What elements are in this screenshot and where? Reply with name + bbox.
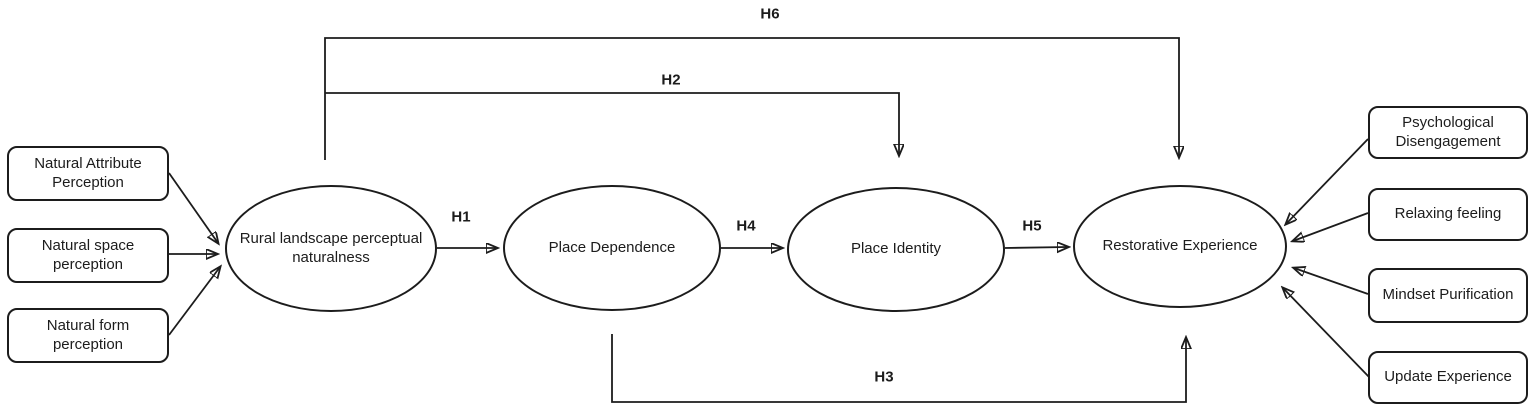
indicator-label: Natural form perception [46, 316, 130, 353]
arrow-update-experience [1283, 288, 1370, 378]
hypothesis-label-h4: H4 [736, 217, 756, 235]
arrow-h5 [1004, 247, 1068, 248]
construct-rural-landscape-perceptual-naturalness: Rural landscape perceptual naturalness [225, 185, 437, 312]
hypothesis-label-h2: H2 [661, 71, 681, 89]
construct-label: Rural landscape perceptual naturalness [239, 229, 423, 266]
construct-label: Place Identity [850, 240, 942, 258]
indicator-label: Natural Attribute Perception [34, 154, 142, 191]
construct-place-dependence: Place Dependence [503, 185, 721, 311]
indicator-label: Natural space perception [41, 236, 135, 273]
arrow-h6 [324, 37, 1179, 160]
indicator-update-experience: Update Experience [1368, 351, 1528, 404]
indicator-label: Mindset Purification [1382, 286, 1514, 304]
indicator-psychological-disengagement: Psychological Disengagement [1368, 106, 1528, 159]
indicator-label: Update Experience [1384, 368, 1512, 386]
construct-place-identity: Place Identity [787, 187, 1005, 312]
indicator-natural-attribute-perception: Natural Attribute Perception [7, 146, 169, 201]
arrow-natural-form [168, 267, 220, 336]
arrow-h2 [325, 92, 899, 155]
indicator-natural-form-perception: Natural form perception [7, 308, 169, 363]
arrow-natural-attribute [168, 172, 218, 243]
indicator-relaxing-feeling: Relaxing feeling [1368, 188, 1528, 241]
arrow-relaxing-feeling [1293, 212, 1369, 241]
construct-label: Restorative Experience [1102, 237, 1258, 255]
hypothesis-label-h5: H5 [1022, 217, 1042, 235]
arrow-h3 [611, 334, 1186, 403]
indicator-label: Relaxing feeling [1394, 205, 1502, 223]
arrow-mindset-purification [1294, 268, 1369, 295]
hypothesis-label-h1: H1 [451, 208, 471, 226]
indicator-natural-space-perception: Natural space perception [7, 228, 169, 283]
hypothesis-label-h3: H3 [874, 368, 894, 386]
indicator-label: Psychological Disengagement [1395, 113, 1501, 150]
arrow-psychological-disengagement [1286, 138, 1369, 224]
hypothesis-label-h6: H6 [760, 5, 780, 23]
construct-restorative-experience: Restorative Experience [1073, 185, 1287, 308]
construct-label: Place Dependence [548, 238, 676, 256]
indicator-mindset-purification: Mindset Purification [1368, 268, 1528, 323]
